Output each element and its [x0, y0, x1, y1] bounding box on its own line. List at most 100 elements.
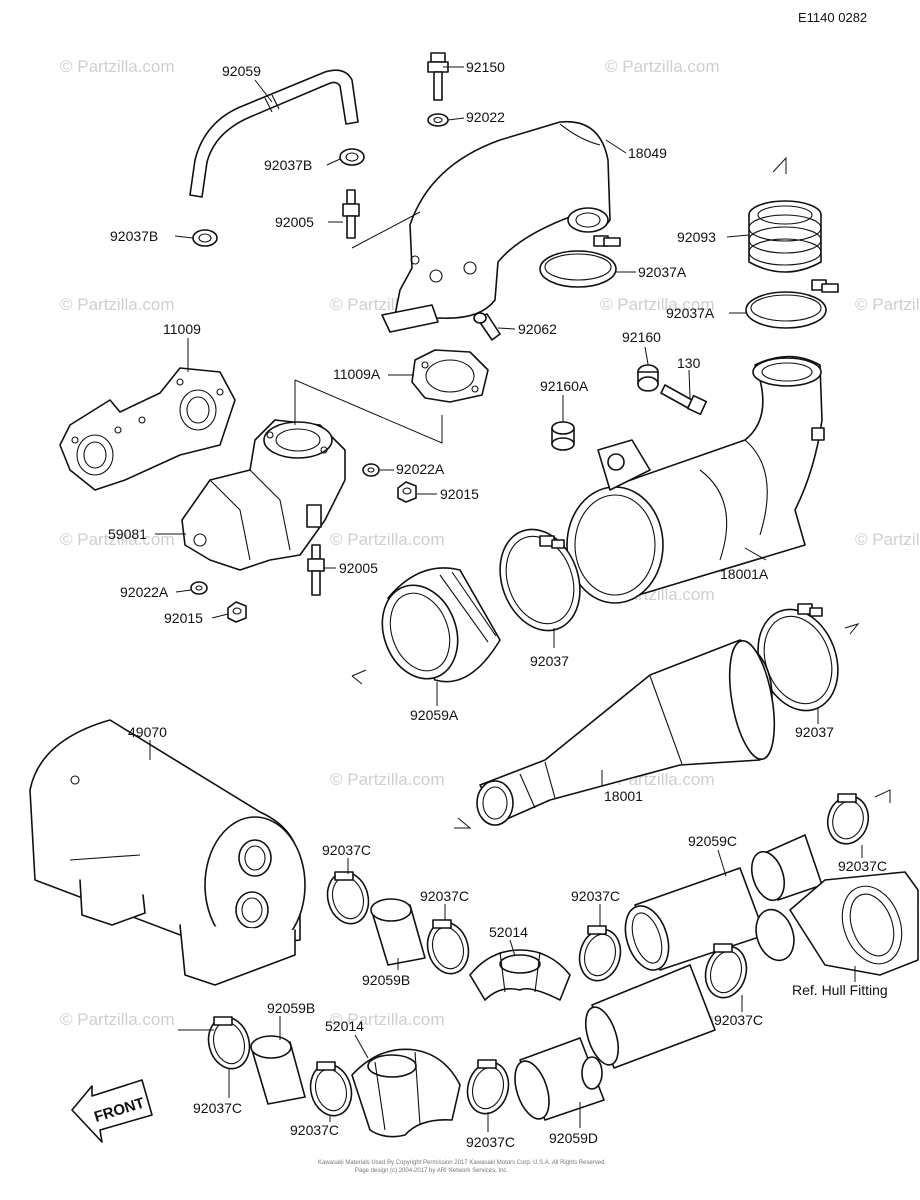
- direction-arrow: [454, 817, 472, 829]
- sleeve-92059d[interactable]: [508, 964, 716, 1123]
- clamp-92037c-4[interactable]: [822, 792, 873, 849]
- washer-92022[interactable]: [427, 113, 449, 127]
- sleeve-92059b-a[interactable]: [370, 898, 426, 966]
- label-92037a-a: 92037A: [638, 264, 687, 280]
- coupling-92059a[interactable]: [370, 567, 501, 690]
- clamp-92037-right[interactable]: [745, 598, 852, 722]
- gasket-11009[interactable]: [59, 367, 236, 491]
- washer-92022a-right[interactable]: [362, 463, 380, 477]
- clamp-92037c-1[interactable]: [322, 868, 374, 929]
- label-11009a: 11009A: [333, 366, 381, 382]
- copyright-line-2: Page design (c) 2004-2017 by ARI Network…: [355, 1168, 508, 1174]
- manifold-pipe-18049[interactable]: [351, 120, 611, 333]
- watermark: © Partzilla.com: [330, 1010, 445, 1029]
- label-92037c-1: 92037C: [322, 842, 371, 858]
- label-92037c-5: 92037C: [714, 1012, 763, 1028]
- label-92015-right: 92015: [440, 486, 479, 502]
- watermark: © Partzilla.com: [600, 295, 715, 314]
- label-92062: 92062: [518, 321, 557, 337]
- direction-arrow: [351, 669, 367, 685]
- bolt-92062[interactable]: [473, 312, 501, 341]
- part-labels: 92059 92150 92022 18049 92037B 92005 920…: [108, 59, 888, 1150]
- label-92037c-7: 92037C: [290, 1122, 339, 1138]
- clamp-92037a-b[interactable]: [745, 279, 839, 329]
- watermark: © Partzilla.com: [60, 57, 175, 76]
- label-59081: 59081: [108, 526, 147, 542]
- clamp-92037c-6[interactable]: [203, 1013, 255, 1074]
- clamp-92037c-3[interactable]: [574, 925, 626, 986]
- damper-92160[interactable]: [637, 364, 659, 392]
- label-130: 130: [677, 355, 701, 371]
- expansion-chamber-18001a[interactable]: [566, 355, 825, 604]
- gasket-11009a[interactable]: [411, 349, 489, 403]
- expansion-chamber-18001[interactable]: [476, 637, 782, 826]
- watermark: © Partzilla.com: [330, 770, 445, 789]
- watermark: © Partzilla.com: [60, 530, 175, 549]
- label-18001a: 18001A: [720, 566, 769, 582]
- label-92059a: 92059A: [410, 707, 459, 723]
- label-92059b-b: 92059B: [267, 1000, 315, 1016]
- elbow-52014-a[interactable]: [469, 949, 571, 1001]
- bellows-92093[interactable]: [748, 200, 822, 273]
- hose-92059[interactable]: [189, 69, 359, 198]
- elbow-52014-b[interactable]: [351, 1048, 461, 1138]
- label-92005-low: 92005: [339, 560, 378, 576]
- watermark: © Partzilla.com: [330, 530, 445, 549]
- sleeve-92059b-b[interactable]: [250, 1035, 306, 1105]
- front-arrow: FRONT: [71, 1079, 153, 1143]
- label-92059d: 92059D: [549, 1130, 598, 1146]
- nut-92015-left[interactable]: [227, 601, 247, 623]
- label-92015-left: 92015: [164, 610, 203, 626]
- label-92005-top: 92005: [275, 214, 314, 230]
- diagram-code: E1140 0282: [798, 10, 867, 25]
- clamp-92037c-7[interactable]: [305, 1060, 357, 1121]
- bolt-130[interactable]: [660, 384, 708, 416]
- copyright-line-1: Kawasaki Materials Used By Copyright Per…: [318, 1160, 604, 1166]
- damper-92160a[interactable]: [551, 421, 575, 451]
- clamp-92037c-8[interactable]: [462, 1058, 514, 1119]
- label-92037c-6: 92037C: [193, 1100, 242, 1116]
- label-52014-b: 52014: [325, 1018, 364, 1034]
- label-92022a-left: 92022A: [120, 584, 169, 600]
- label-92037-mid: 92037: [530, 653, 569, 669]
- bolt-92150[interactable]: [427, 52, 449, 101]
- label-92037a-b: 92037A: [666, 305, 715, 321]
- clamp-92037b-left[interactable]: [192, 229, 218, 247]
- label-92037c-3: 92037C: [420, 888, 469, 904]
- hull-fitting[interactable]: [750, 871, 919, 976]
- muffler-49070[interactable]: [29, 719, 306, 986]
- label-92150: 92150: [466, 59, 505, 75]
- label-18049: 18049: [628, 145, 667, 161]
- manifold-59081[interactable]: [181, 419, 346, 571]
- clamp-92037c-5[interactable]: [700, 942, 752, 1003]
- label-92037b-top: 92037B: [264, 157, 312, 173]
- label-92037-right: 92037: [795, 724, 834, 740]
- label-92059c: 92059C: [688, 833, 737, 849]
- label-92037b-left: 92037B: [110, 228, 158, 244]
- watermark: © Partzilla.com: [60, 295, 175, 314]
- label-92022a-right: 92022A: [396, 461, 445, 477]
- fitting-92005-top[interactable]: [342, 189, 360, 239]
- clamp-92037a-a[interactable]: [539, 235, 621, 288]
- watermark: © Partzilla.com: [60, 1010, 175, 1029]
- clamp-92037c-2[interactable]: [422, 918, 474, 979]
- nut-92015-right[interactable]: [397, 481, 417, 503]
- direction-arrow: [844, 623, 860, 635]
- clamp-92037b-top[interactable]: [339, 148, 365, 166]
- direction-arrow: [772, 156, 787, 174]
- label-92059: 92059: [222, 63, 261, 79]
- watermark: © Partzilla.com: [605, 57, 720, 76]
- label-11009: 11009: [163, 321, 201, 337]
- watermark: © Partzilla.com: [855, 530, 920, 549]
- label-92037c-2: 92037C: [838, 858, 887, 874]
- washer-92022a-left[interactable]: [190, 581, 208, 595]
- label-92160a: 92160A: [540, 378, 589, 394]
- fitting-92005-low[interactable]: [307, 544, 325, 596]
- label-92160: 92160: [622, 329, 661, 345]
- label-52014-a: 52014: [489, 924, 528, 940]
- label-ref-hull-fitting: Ref. Hull Fitting: [792, 982, 888, 998]
- label-18001: 18001: [604, 788, 643, 804]
- clamp-92037-mid[interactable]: [487, 518, 594, 642]
- watermark: © Partzilla.com: [855, 295, 920, 314]
